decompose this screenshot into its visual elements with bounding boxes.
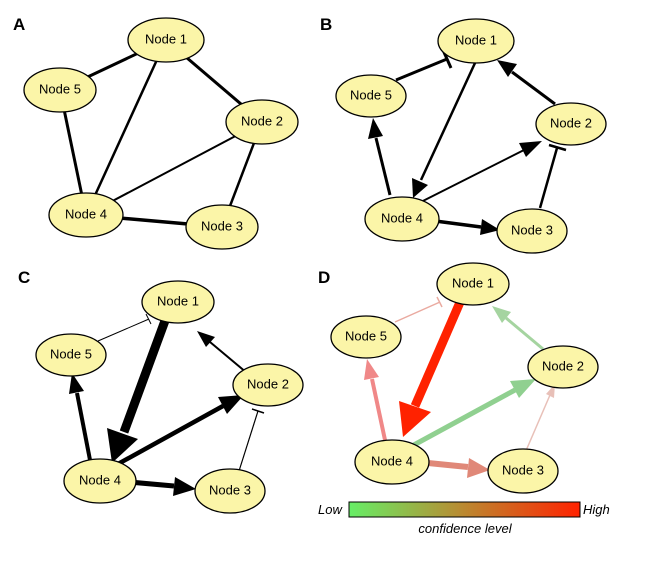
svg-text:Node 5: Node 5 [345, 328, 387, 343]
edge-c-4-2 [116, 404, 225, 466]
svg-text:Node 3: Node 3 [502, 462, 544, 477]
edge-b-3-2-bar [548, 143, 567, 152]
edge-d-4-5-arrowhead [364, 359, 379, 380]
edge-d-2-1-arrowhead [492, 306, 511, 323]
edge-c-2-1-arrowhead [197, 331, 215, 347]
edge-b-1-4 [419, 62, 477, 181]
panel-b-node-4: Node 4 [364, 196, 440, 242]
panel-d-node-5: Node 5 [330, 315, 402, 359]
panel-d-node-2: Node 2 [527, 345, 599, 389]
svg-text:Node 1: Node 1 [145, 31, 187, 46]
edge-c-4-5-arrowhead [69, 373, 84, 394]
svg-text:Node 4: Node 4 [381, 210, 423, 225]
confidence-gradient-bar [348, 501, 581, 518]
panel-c-node-4: Node 4 [63, 458, 137, 504]
edge-c-4-2-arrowhead [218, 395, 244, 414]
edge-d-4-2-arrowhead [510, 379, 536, 398]
panel-d-node-1: Node 1 [436, 262, 510, 306]
edge-b-1-4-arrowhead [412, 178, 428, 198]
panel-b-node-2: Node 2 [535, 102, 607, 146]
edge-c-3-2 [238, 410, 259, 472]
svg-text:Node 4: Node 4 [371, 453, 413, 468]
edge-a-4-2 [85, 121, 263, 216]
edge-c-2-1 [209, 341, 248, 374]
svg-text:Node 4: Node 4 [79, 472, 121, 487]
panel-a-node-4: Node 4 [48, 192, 124, 238]
svg-text:Node 4: Node 4 [65, 206, 107, 221]
legend-caption: confidence level [418, 521, 512, 536]
edge-d-4-3-arrowhead [467, 458, 490, 478]
edge-c-1-4-arrowhead [107, 428, 138, 463]
panel-c: C Node 1 Node 5 Node 2 [18, 268, 304, 514]
svg-text:Node 2: Node 2 [542, 358, 584, 373]
panel-d-letter: D [318, 268, 330, 287]
svg-text:Node 5: Node 5 [39, 81, 81, 96]
svg-text:Node 1: Node 1 [452, 275, 494, 290]
panel-c-node-3: Node 3 [194, 468, 266, 514]
panel-d: D Node 1 Node 5 Node 2 [318, 262, 610, 536]
panel-b-node-1: Node 1 [437, 18, 515, 64]
svg-text:Node 5: Node 5 [50, 346, 92, 361]
panel-d-node-3: Node 3 [487, 448, 559, 494]
edge-c-1-4 [119, 316, 171, 434]
edge-d-2-1 [505, 316, 544, 351]
legend-high-label: High [583, 502, 610, 517]
edge-d-4-5 [370, 378, 387, 441]
svg-text:Node 1: Node 1 [455, 32, 497, 47]
panel-a-node-2: Node 2 [225, 99, 299, 145]
edge-c-5-1-bar [145, 313, 152, 325]
panel-a-node-1: Node 1 [127, 17, 205, 63]
svg-text:Node 2: Node 2 [550, 115, 592, 130]
edge-d-5-1-bar [436, 296, 443, 308]
panel-b-node-3: Node 3 [496, 208, 568, 254]
edge-d-4-2 [410, 387, 517, 449]
confidence-legend: Low High confidence level [318, 501, 610, 536]
edge-d-1-4-arrowhead [399, 401, 431, 437]
panel-b: B Node 1 Node 5 Node 2 [320, 15, 607, 254]
panel-b-letter: B [320, 15, 332, 34]
svg-text:Node 5: Node 5 [350, 87, 392, 102]
panel-c-node-2: Node 2 [232, 363, 304, 407]
edge-c-3-2-bar [251, 408, 265, 414]
panel-b-node-5: Node 5 [335, 74, 407, 118]
edge-b-4-2-arrowhead [519, 141, 542, 157]
svg-text:Node 3: Node 3 [201, 218, 243, 233]
edge-b-2-1-arrowhead [497, 60, 517, 77]
edge-c-4-3-arrowhead [173, 477, 196, 496]
edge-b-4-2 [404, 149, 525, 211]
svg-text:Node 2: Node 2 [247, 376, 289, 391]
svg-text:Node 1: Node 1 [157, 293, 199, 308]
edge-d-3-2 [524, 394, 551, 454]
svg-text:Node 3: Node 3 [511, 222, 553, 237]
edge-c-4-5 [75, 392, 92, 461]
edge-b-2-1 [511, 70, 556, 106]
edge-d-5-1 [394, 301, 441, 323]
edge-b-4-5-arrowhead [368, 118, 383, 139]
panel-d-node-4: Node 4 [354, 439, 430, 485]
edge-b-3-2 [538, 147, 559, 209]
edge-b-4-3-arrowhead [480, 219, 500, 235]
legend-low-label: Low [318, 502, 343, 517]
panel-c-node-5: Node 5 [35, 333, 107, 377]
panel-a: A Node 1 Node 5 Node 2 Node 4 Node 3 [13, 15, 299, 250]
panel-a-letter: A [13, 15, 25, 34]
panel-a-node-3: Node 3 [185, 204, 259, 250]
edge-d-1-4 [410, 298, 466, 408]
edge-c-5-1 [97, 318, 150, 342]
panel-c-letter: C [18, 268, 30, 287]
panel-c-node-1: Node 1 [141, 280, 215, 324]
edge-a-1-4 [84, 39, 168, 216]
panel-a-node-5: Node 5 [23, 67, 97, 113]
svg-text:Node 2: Node 2 [241, 113, 283, 128]
edge-b-5-1 [395, 57, 448, 82]
edge-b-4-5 [374, 137, 392, 196]
svg-text:Node 3: Node 3 [209, 482, 251, 497]
